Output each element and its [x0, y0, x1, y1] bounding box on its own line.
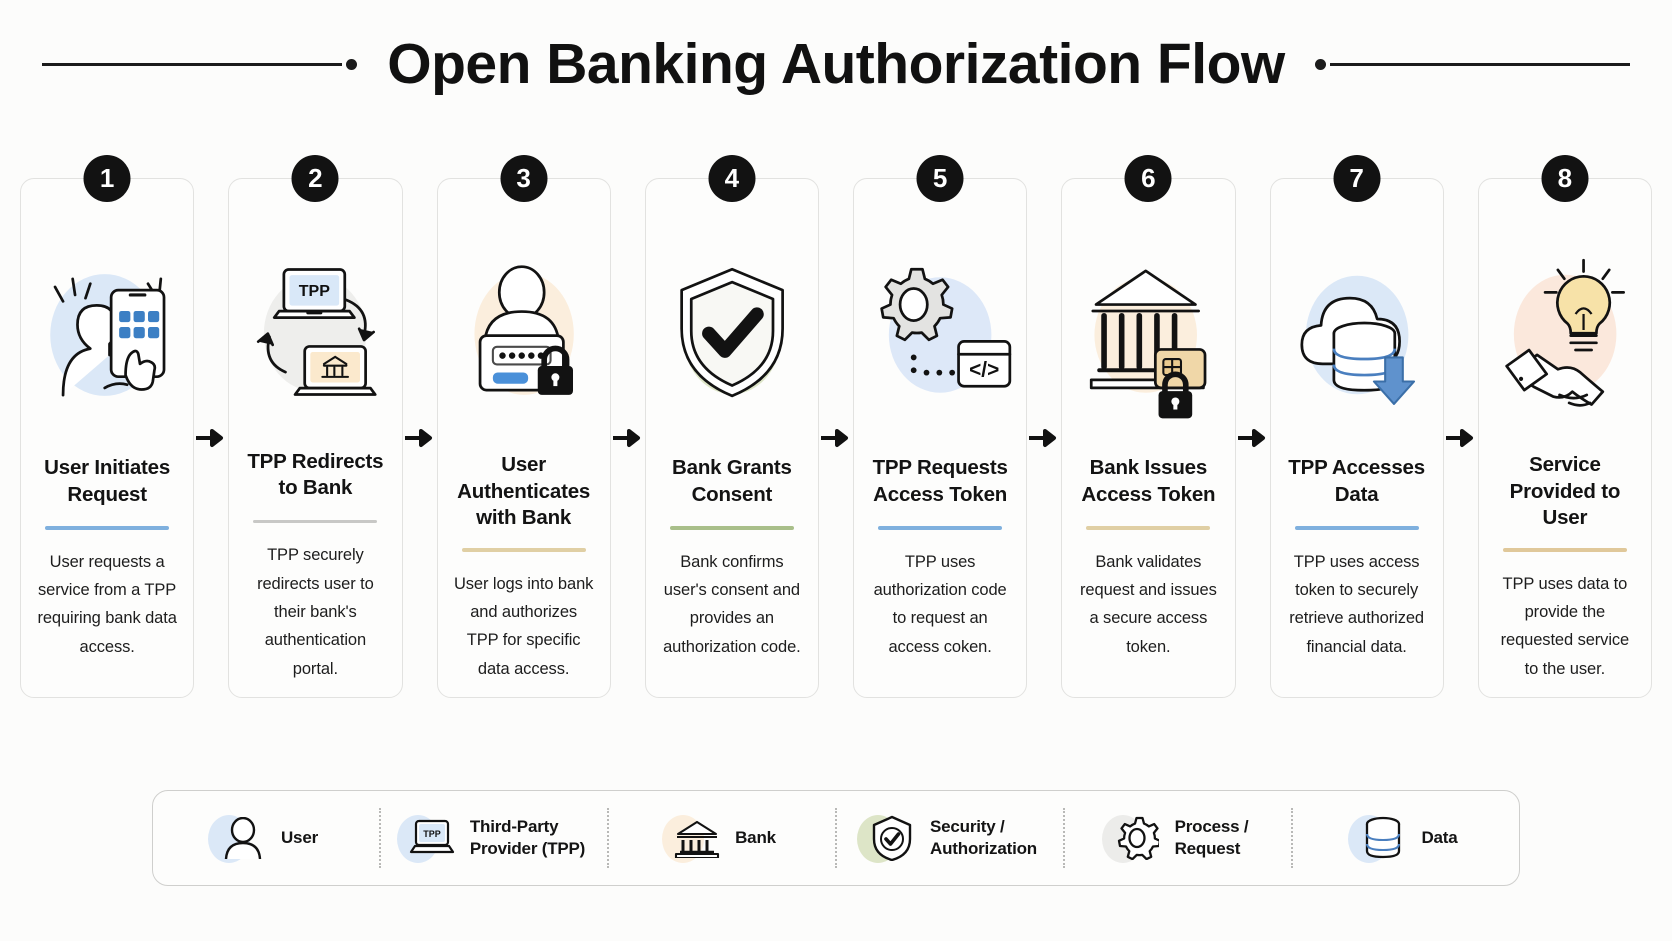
- page-title: Open Banking Authorization Flow: [387, 32, 1285, 96]
- step-number-badge: 2: [291, 155, 339, 202]
- step-number-badge: 5: [916, 155, 964, 202]
- legend-panel: User TPP Third-Party Provider (TPP) Bank…: [152, 790, 1520, 886]
- legend-separator: [1291, 808, 1293, 868]
- step-number-badge: 4: [708, 155, 756, 202]
- svg-text:TPP: TPP: [423, 829, 441, 839]
- step-description: TPP uses data to provide the requested s…: [1500, 574, 1630, 678]
- legend-label: Bank: [735, 827, 776, 847]
- gear-code-icon: </>: [864, 213, 1016, 449]
- step-arrow-3: [611, 178, 645, 698]
- legend-label: Third-Party Provider (TPP): [469, 816, 586, 858]
- step-description: Bank confirms user's consent and provide…: [663, 552, 801, 656]
- step-number-badge: 8: [1541, 155, 1589, 202]
- user-tablet-icon: [31, 213, 183, 449]
- step-divider: [669, 526, 794, 530]
- user-icon: [207, 809, 272, 867]
- legend-item-bank[interactable]: Bank: [609, 791, 835, 885]
- legend-separator: [835, 808, 837, 868]
- title-rule-left: [42, 62, 343, 66]
- step-arrow-7: [1444, 178, 1478, 698]
- step-title: TPP Requests Access Token: [872, 456, 1008, 506]
- legend-item-security[interactable]: Security / Authorization: [837, 791, 1063, 885]
- login-lock-icon: [448, 213, 600, 446]
- step-arrow-1: [194, 178, 228, 698]
- step-number-badge: 7: [1333, 155, 1381, 202]
- legend-label: Data: [1421, 827, 1458, 847]
- step-divider: [45, 526, 170, 530]
- step-number-badge: 6: [1124, 155, 1172, 202]
- step-title: TPP Accesses Data: [1288, 456, 1425, 506]
- shield-check-icon: [656, 213, 808, 449]
- legend-item-third-party[interactable]: TPP Third-Party Provider (TPP): [381, 791, 607, 885]
- title-dot-right: [1314, 58, 1326, 70]
- legend-separator: [607, 808, 609, 868]
- laptop-tpp-icon: TPP: [396, 809, 461, 867]
- step-divider: [878, 526, 1003, 530]
- legend-label: Security / Authorization: [930, 816, 1037, 858]
- step-description: TPP uses authorization code to request a…: [873, 552, 1007, 656]
- step-description: Bank validates request and issues a secu…: [1080, 552, 1217, 656]
- step-divider: [461, 548, 586, 552]
- step-number-badge: 3: [500, 155, 548, 202]
- lightbulb-handshake-icon: [1489, 213, 1641, 446]
- svg-text:</>: </>: [969, 359, 999, 382]
- legend-label: User: [280, 827, 318, 847]
- step-description: TPP securely redirects user to their ban…: [257, 546, 374, 678]
- step-title: User Authenticates with Bank: [457, 453, 591, 530]
- legend-item-process[interactable]: Process / Request: [1065, 791, 1291, 885]
- legend-item-data[interactable]: Data: [1293, 791, 1519, 885]
- step-description: User logs into bank and authorizes TPP f…: [453, 574, 594, 678]
- legend-separator: [379, 808, 381, 868]
- step-arrow-6: [1236, 178, 1270, 698]
- tpp-redirect-laptops-icon: TPP: [239, 213, 391, 443]
- svg-text:TPP: TPP: [299, 282, 330, 300]
- step-title: Bank Issues Access Token: [1081, 456, 1216, 506]
- database-icon: [1348, 809, 1412, 867]
- legend-separator: [1063, 808, 1065, 868]
- step-description: TPP uses access token to securely retrie…: [1289, 552, 1424, 656]
- bank-chipcard-lock-icon: [1072, 213, 1224, 449]
- step-divider: [253, 519, 378, 524]
- step-title: Service Provided to User: [1509, 453, 1621, 530]
- step-divider: [1502, 548, 1627, 552]
- legend-label: Process / Request: [1174, 816, 1249, 858]
- gear-icon: [1101, 809, 1166, 867]
- step-divider: [1086, 526, 1211, 530]
- title-rule-right: [1329, 62, 1630, 66]
- title-dot-left: [346, 58, 358, 70]
- page-header: Open Banking Authorization Flow: [0, 0, 1672, 110]
- step-title: Bank Grants Consent: [672, 456, 792, 506]
- legend-item-user[interactable]: User: [153, 791, 379, 885]
- bank-icon: [662, 809, 726, 867]
- step-title: TPP Redirects to Bank: [247, 449, 384, 500]
- step-divider: [1294, 526, 1419, 530]
- cloud-database-download-icon: [1281, 213, 1433, 449]
- step-arrow-4: [819, 178, 853, 698]
- step-description: User requests a service from a TPP requi…: [37, 552, 177, 656]
- step-arrow-5: [1027, 178, 1061, 698]
- step-title: User Initiates Request: [44, 456, 171, 506]
- step-arrow-2: [403, 178, 437, 698]
- step-number-badge: 1: [83, 155, 131, 202]
- shield-check-icon: [857, 809, 921, 867]
